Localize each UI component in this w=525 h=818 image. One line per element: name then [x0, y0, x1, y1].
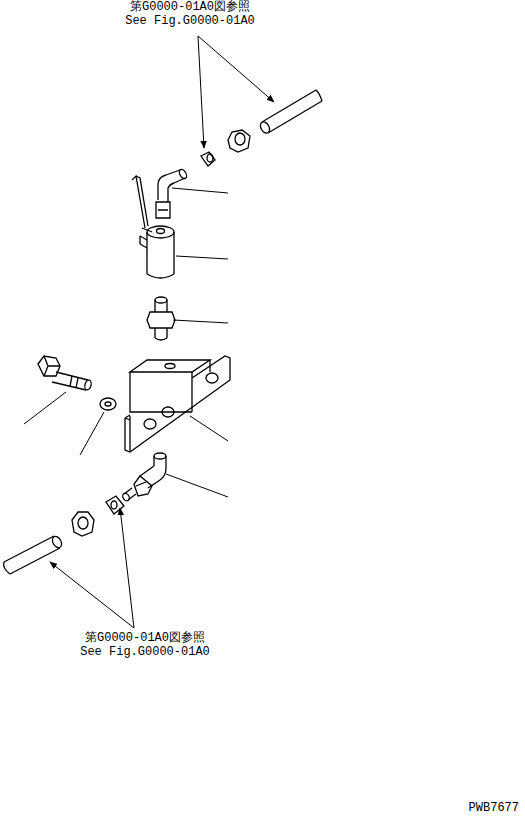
washer [100, 398, 116, 410]
nipple-adapter [147, 297, 175, 340]
leader-line [24, 36, 274, 628]
reference-note: 第G0000-01A0図参照 [129, 0, 251, 14]
elbow-fitting [156, 168, 188, 218]
pipe [4, 535, 64, 574]
reference-note: 第G0000-01A0図参照 [84, 631, 206, 645]
reference-note: See Fig.G0000-01A0 [124, 14, 256, 28]
drawing-number: PWB7677 [468, 801, 520, 815]
bracket-plate [125, 356, 230, 452]
elbow-fitting [121, 453, 166, 502]
nut [72, 512, 94, 536]
valve [132, 176, 174, 278]
nut [228, 130, 250, 152]
bolt [38, 356, 92, 391]
sleeve [106, 496, 124, 514]
hole [162, 407, 174, 417]
reference-note: See Fig.G0000-01A0 [79, 645, 211, 659]
sleeve [201, 152, 215, 166]
